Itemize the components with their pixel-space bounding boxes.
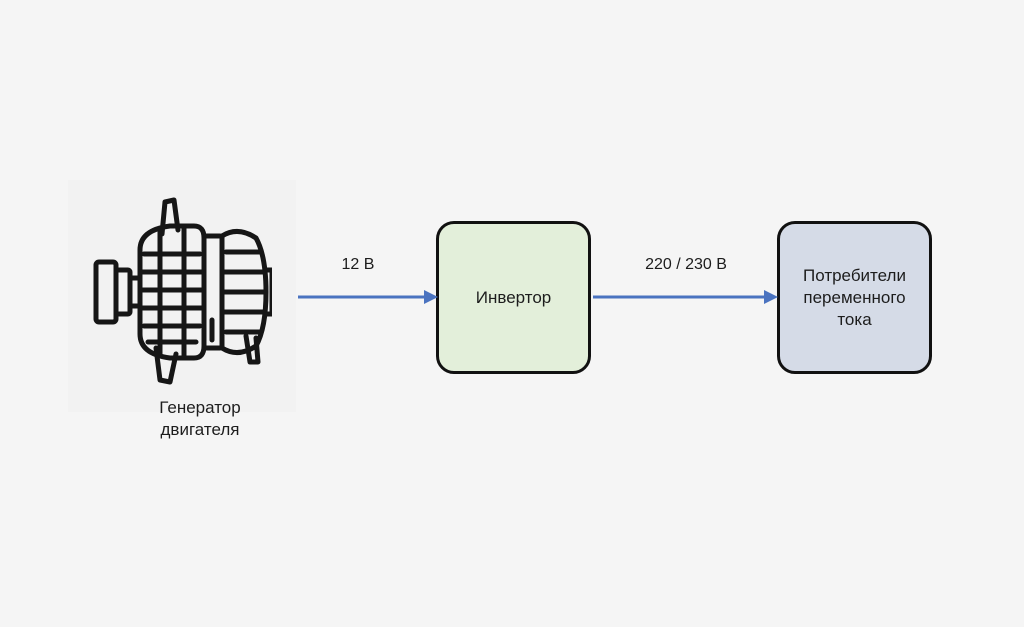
- edge-label-12v: 12 В: [341, 256, 375, 273]
- generator-label: Генератор двигателя: [159, 398, 241, 439]
- alternator-icon: [93, 197, 272, 385]
- arrow-generator-to-inverter: [298, 290, 438, 304]
- inverter-label: Инвертор: [475, 287, 552, 307]
- consumers-box: Потребители переменного тока: [777, 221, 932, 374]
- arrow-inverter-to-consumers: [593, 290, 778, 304]
- edge-label-220v: 220 / 230 В: [645, 256, 727, 273]
- inverter-box: Инвертор: [436, 221, 591, 374]
- consumers-label: Потребители переменного тока: [803, 265, 906, 329]
